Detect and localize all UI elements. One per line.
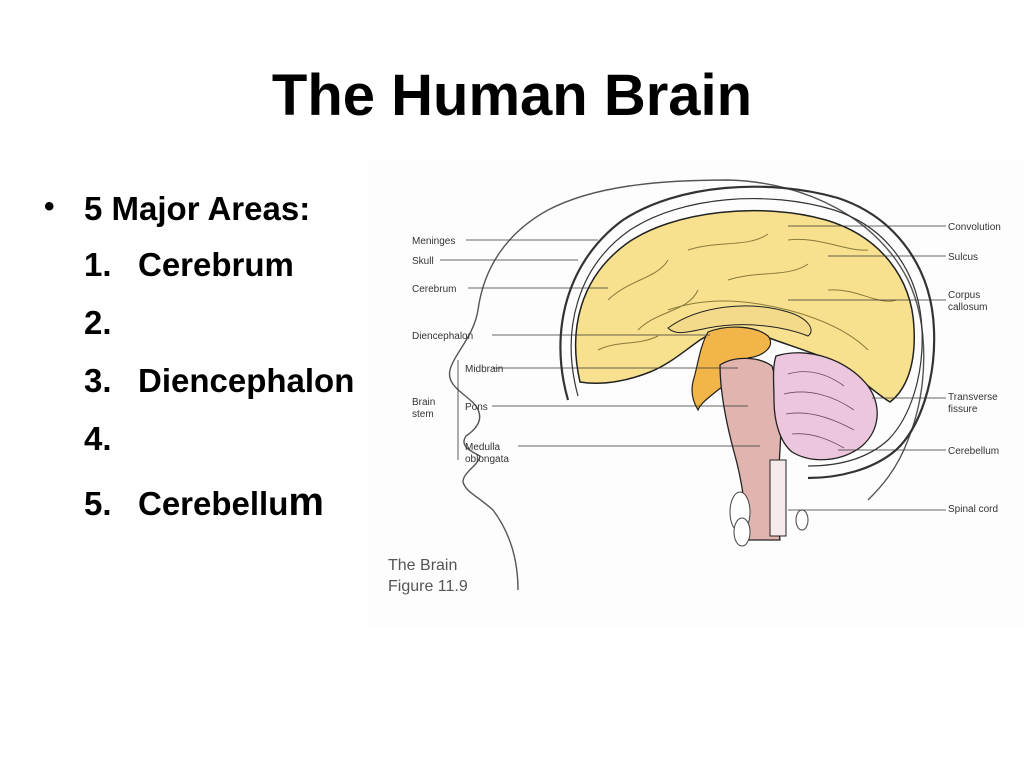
label-cerebrum: Cerebrum — [412, 284, 456, 295]
list-text: Cerebellu — [138, 485, 289, 522]
cerebrum-convolutions — [597, 233, 897, 351]
list-item-1: 1. Cerebrum — [84, 246, 294, 284]
bullet-text: 5 Major Areas: — [84, 190, 311, 227]
label-pons: Pons — [465, 402, 488, 413]
label-convolution: Convolution — [948, 222, 1001, 233]
label-cerebellum: Cerebellum — [948, 446, 999, 457]
figure-caption-number: Figure 11.9 — [388, 578, 468, 595]
left-leader-lines — [440, 239, 760, 460]
vertebra-right — [795, 509, 809, 531]
list-item-5: 5. Cerebellum — [84, 480, 324, 525]
list-number: 2. — [84, 304, 112, 341]
list-number: 4. — [84, 420, 112, 457]
list-number: 1. — [84, 246, 112, 283]
bullet-item-major-areas: • 5 Major Areas: — [44, 190, 310, 228]
label-medulla: Medulla — [465, 442, 500, 453]
brain-diagram-svg: Meninges Skull Cerebrum Diencephalon Bra… — [388, 179, 1001, 595]
label-oblongata: oblongata — [465, 454, 509, 465]
list-number: 5. — [84, 485, 112, 522]
skull-inner — [570, 198, 923, 467]
slide-title: The Human Brain — [271, 63, 753, 128]
label-meninges: Meninges — [412, 236, 455, 247]
right-leader-lines — [788, 225, 946, 511]
list-number: 3. — [84, 362, 112, 399]
list-item-4: 4. — [84, 420, 138, 458]
label-corpus: Corpus — [948, 290, 980, 301]
label-spinal-cord: Spinal cord — [948, 504, 998, 515]
list-text: Cerebrum — [138, 246, 294, 283]
spinal-cord-shape — [769, 459, 787, 537]
label-brain: Brain — [412, 397, 435, 408]
label-sulcus: Sulcus — [948, 252, 978, 263]
bullet-dot: • — [44, 190, 55, 223]
label-fissure: fissure — [948, 404, 978, 415]
list-text: Diencephalon — [138, 362, 355, 399]
vertebra-lower — [733, 517, 751, 547]
brain-diagram-figure: Meninges Skull Cerebrum Diencephalon Bra… — [368, 160, 1024, 626]
figure-caption-title: The Brain — [388, 557, 457, 574]
cerebellum-folia — [783, 371, 855, 449]
corpus-callosum — [667, 305, 812, 337]
label-diencephalon: Diencephalon — [412, 331, 473, 342]
label-skull: Skull — [412, 256, 434, 267]
head-outline — [448, 179, 925, 591]
label-stem: stem — [412, 409, 434, 420]
label-callosum: callosum — [948, 302, 987, 313]
label-midbrain: Midbrain — [465, 364, 503, 375]
list-item-3: 3. Diencephalon — [84, 362, 354, 400]
label-transverse: Transverse — [948, 392, 998, 403]
list-text-tail: m — [288, 480, 324, 524]
cerebellum-shape — [772, 352, 878, 461]
list-item-2: 2. — [84, 304, 138, 342]
